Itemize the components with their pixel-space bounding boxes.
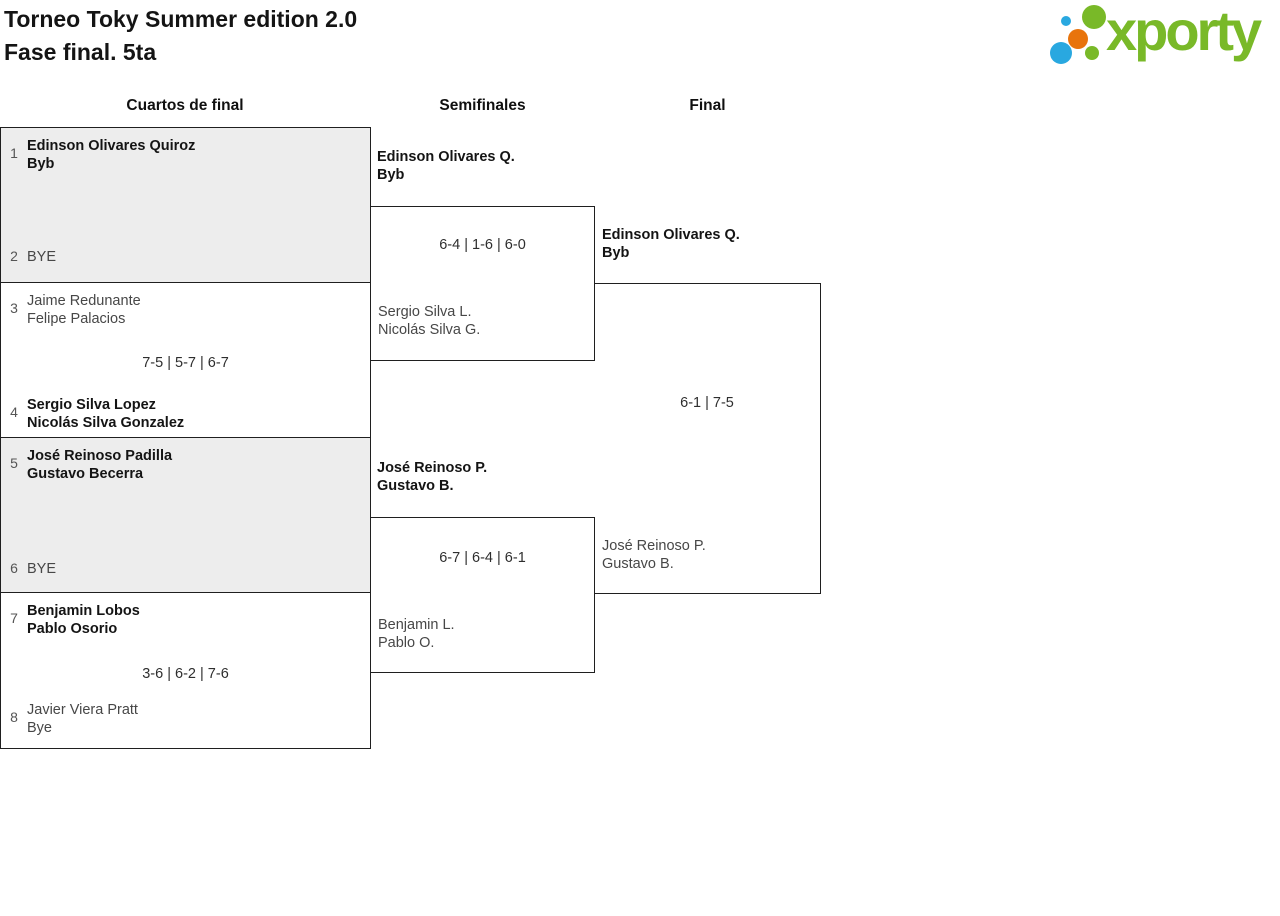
team-top-winner: Benjamin Lobos Pablo Osorio [27, 602, 140, 638]
match-score: 6-1 | 7-5 [680, 395, 734, 411]
team-name-line: Benjamin Lobos [27, 603, 140, 619]
seed-number: 6 [10, 560, 18, 576]
match-box-semifinal-1[interactable]: 6-4 | 1-6 | 6-0 Sergio Silva L. Nicolás … [370, 206, 595, 361]
team-bottom-loser: Javier Viera Pratt Bye [27, 701, 138, 737]
team-name-line: Byb [377, 167, 405, 183]
match-box-quarterfinal-3[interactable]: 5 José Reinoso Padilla Gustavo Becerra 6… [0, 437, 371, 593]
team-name-line: Edinson Olivares Quiroz [27, 138, 196, 154]
team-bottom-bye: BYE [27, 248, 56, 266]
team-top-winner: José Reinoso Padilla Gustavo Becerra [27, 447, 172, 483]
team-name-line: Edinson Olivares Q. [377, 149, 515, 165]
team-name-line: Gustavo B. [602, 556, 674, 572]
match-score: 3-6 | 6-2 | 7-6 [142, 666, 229, 682]
team-name-line: Edinson Olivares Q. [602, 227, 740, 243]
team-bottom-winner: Sergio Silva Lopez Nicolás Silva Gonzale… [27, 396, 184, 432]
team-name-line: José Reinoso P. [377, 460, 488, 476]
team-loser: Benjamin L. Pablo O. [378, 616, 455, 652]
team-name-line: BYE [27, 561, 57, 577]
team-name-line: Felipe Palacios [27, 311, 126, 327]
team-top-winner: Edinson Olivares Quiroz Byb [27, 137, 195, 173]
team-name-line: Javier Viera Pratt [27, 702, 138, 718]
phase-subtitle: Fase final. 5ta [4, 39, 157, 65]
team-name-line: Gustavo Becerra [27, 466, 144, 482]
team-name-line: Pablo O. [378, 635, 435, 651]
final-champion: Edinson Olivares Q. Byb [602, 226, 740, 262]
seed-number: 2 [10, 248, 18, 264]
team-name-line: Pablo Osorio [27, 621, 118, 637]
seed-number: 3 [10, 300, 18, 316]
tournament-name: Torneo Toky Summer edition 2.0 [4, 6, 358, 32]
logo-dot-icon [1068, 29, 1088, 49]
seed-number: 8 [10, 709, 18, 725]
team-name-line: Gustavo B. [377, 478, 454, 494]
team-name-line: Bye [27, 720, 52, 736]
match-box-quarterfinal-1[interactable]: 1 Edinson Olivares Quiroz Byb 2 BYE [0, 127, 371, 283]
team-name-line: Nicolás Silva Gonzalez [27, 415, 185, 431]
round-header-semifinals: Semifinales [439, 97, 526, 114]
seed-number: 4 [10, 404, 18, 420]
seed-number: 7 [10, 610, 18, 626]
team-name-line: José Reinoso P. [602, 538, 706, 554]
match-box-final[interactable]: 6-1 | 7-5 José Reinoso P. Gustavo B. [594, 283, 821, 594]
round-header-quarterfinals: Cuartos de final [126, 97, 244, 114]
team-name-line: Byb [27, 156, 55, 172]
match-box-quarterfinal-4[interactable]: 7 Benjamin Lobos Pablo Osorio 3-6 | 6-2 … [0, 592, 371, 749]
match-box-semifinal-2[interactable]: 6-7 | 6-4 | 6-1 Benjamin L. Pablo O. [370, 517, 595, 673]
team-name-line: Nicolás Silva G. [378, 322, 481, 338]
match-score: 7-5 | 5-7 | 6-7 [142, 355, 229, 371]
team-name-line: Sergio Silva L. [378, 304, 472, 320]
team-name-line: Benjamin L. [378, 617, 455, 633]
team-name-line: Jaime Redunante [27, 293, 141, 309]
team-name-line: Sergio Silva Lopez [27, 397, 156, 413]
team-name-line: BYE [27, 249, 57, 265]
logo-dot-icon [1061, 16, 1071, 26]
match-score: 6-7 | 6-4 | 6-1 [439, 550, 526, 566]
seed-number: 5 [10, 455, 18, 471]
match-score: 6-4 | 1-6 | 6-0 [439, 237, 526, 253]
logo-dot-icon [1082, 5, 1106, 29]
semifinal-2-advancer: José Reinoso P. Gustavo B. [377, 459, 487, 495]
team-bottom-bye: BYE [27, 560, 56, 578]
logo-dot-icon [1050, 42, 1072, 64]
team-loser: José Reinoso P. Gustavo B. [602, 537, 706, 573]
xporty-logo-text: xporty [1106, 0, 1262, 62]
xporty-logo[interactable]: xporty [1048, 0, 1278, 76]
team-name-line: Byb [602, 245, 630, 261]
team-loser: Sergio Silva L. Nicolás Silva G. [378, 303, 480, 339]
team-name-line: José Reinoso Padilla [27, 448, 173, 464]
semifinal-1-advancer: Edinson Olivares Q. Byb [377, 148, 515, 184]
match-box-quarterfinal-2[interactable]: 3 Jaime Redunante Felipe Palacios 7-5 | … [0, 282, 371, 438]
page-title: Torneo Toky Summer edition 2.0 Fase fina… [4, 3, 357, 69]
round-header-final: Final [689, 97, 726, 114]
team-top-loser: Jaime Redunante Felipe Palacios [27, 292, 141, 328]
logo-dot-icon [1085, 46, 1099, 60]
seed-number: 1 [10, 145, 18, 161]
